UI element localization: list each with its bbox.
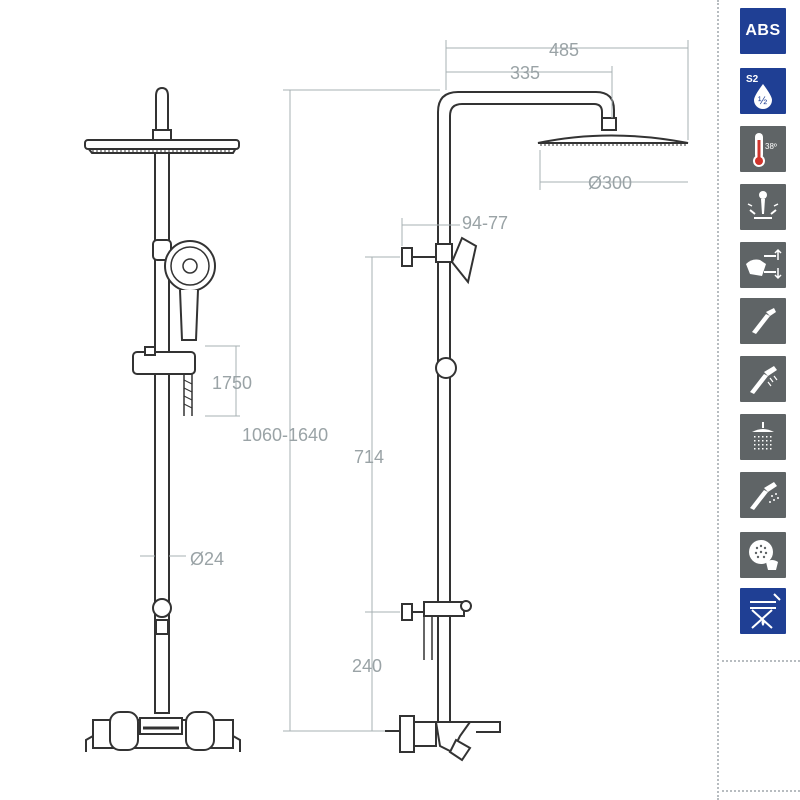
dim-rail-length: 714	[354, 447, 384, 467]
dim-bottom-offset: 240	[352, 656, 382, 676]
diverter-icon	[740, 242, 786, 288]
abs-material-icon: ABS	[740, 8, 786, 54]
front-view-dim-lines	[140, 345, 240, 557]
dim-pipe-diameter: Ø24	[190, 549, 224, 569]
shelf-icon	[740, 588, 786, 634]
dim-left-hose: 1750	[212, 373, 252, 393]
anti-scald-icon	[740, 184, 786, 230]
s2-label: S2	[746, 74, 759, 85]
dim-holder-projection: 94-77	[462, 213, 508, 233]
side-view-dim-lines	[365, 40, 689, 732]
hand-shower-mist-icon	[740, 472, 786, 518]
dim-arm-total: 485	[549, 40, 579, 60]
hand-shower-rain-icon	[740, 356, 786, 402]
thermostat-label: 38º	[765, 142, 777, 151]
dim-total-height: 1060-1640	[242, 425, 328, 445]
abs-label: ABS	[745, 22, 781, 39]
front-view	[84, 86, 241, 752]
rain-head-icon	[740, 414, 786, 460]
technical-drawing: 1750 1060-1640 Ø24 485 335 Ø300 94-77 71…	[84, 40, 689, 762]
hand-shower-jet-icon	[740, 298, 786, 344]
s2-sublabel: ½	[758, 95, 767, 107]
side-view	[385, 91, 689, 762]
dim-arm-inner: 335	[510, 63, 540, 83]
sidebar-bottom-divider	[722, 660, 800, 662]
sidebar-end-divider	[722, 790, 800, 792]
total-height-dim-lines	[283, 89, 440, 732]
dim-head-diameter: Ø300	[588, 173, 632, 193]
connection-s2-icon: S2 ½	[740, 68, 786, 114]
easy-clean-icon	[740, 532, 786, 578]
thermostat-38-icon: 38º	[740, 126, 786, 172]
sidebar-divider	[717, 0, 719, 800]
